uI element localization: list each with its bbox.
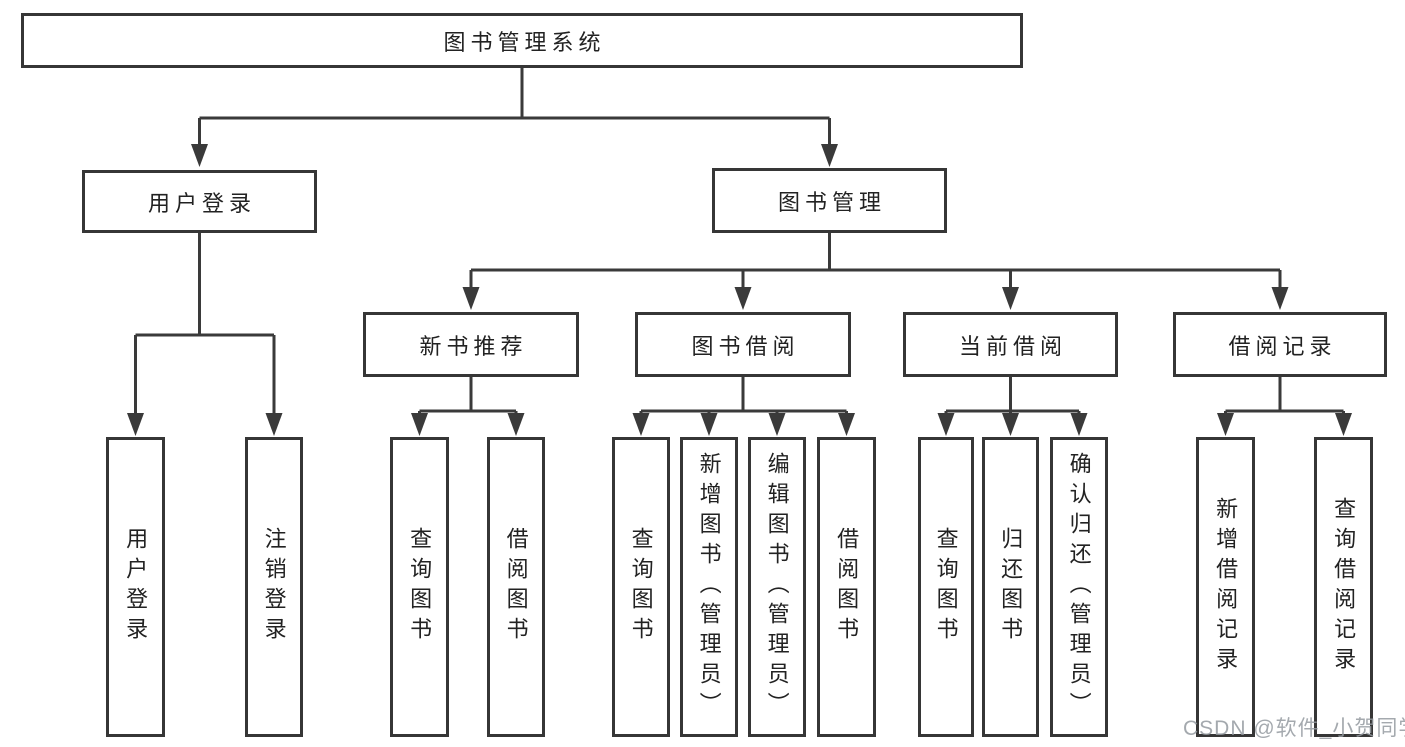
leaf-return-book-label: 归还图书 — [998, 527, 1024, 647]
node-root-system: 图书管理系统 — [21, 13, 1023, 68]
node-new-book-recommend-label: 新书推荐 — [419, 333, 528, 359]
node-user-login-label: 用户登录 — [147, 190, 256, 216]
leaf-edit-book-admin: 编辑图书（管理员） — [748, 437, 806, 737]
leaf-borrow-books-recommend: 借阅图书 — [487, 437, 545, 737]
leaf-confirm-return-admin-label: 确认归还（管理员） — [1066, 452, 1092, 722]
leaf-borrow-books-label: 借阅图书 — [834, 527, 860, 647]
leaf-query-books-borrow: 查询图书 — [612, 437, 670, 737]
leaf-query-books-borrow-label: 查询图书 — [628, 527, 654, 647]
node-user-login: 用户登录 — [82, 170, 317, 233]
leaf-borrow-books: 借阅图书 — [817, 437, 876, 737]
leaf-borrow-books-recommend-label: 借阅图书 — [503, 527, 529, 647]
leaf-edit-book-admin-label: 编辑图书（管理员） — [764, 452, 790, 722]
node-book-borrowing-label: 图书借阅 — [691, 333, 800, 359]
node-borrowing-records: 借阅记录 — [1173, 312, 1387, 377]
leaf-query-borrow-record: 查询借阅记录 — [1314, 437, 1373, 737]
leaf-add-borrow-record: 新增借阅记录 — [1196, 437, 1255, 737]
node-new-book-recommend: 新书推荐 — [363, 312, 579, 377]
leaf-query-books-recommend-label: 查询图书 — [407, 527, 433, 647]
node-book-management: 图书管理 — [712, 168, 947, 233]
leaf-query-books-current-label: 查询图书 — [933, 527, 959, 647]
leaf-user-login: 用户登录 — [106, 437, 165, 737]
leaf-query-books-recommend: 查询图书 — [390, 437, 449, 737]
csdn-watermark: CSDN @软件_小贺同学 — [1183, 717, 1405, 740]
node-current-borrowing-label: 当前借阅 — [958, 333, 1067, 359]
leaf-query-books-current: 查询图书 — [918, 437, 974, 737]
node-current-borrowing: 当前借阅 — [903, 312, 1118, 377]
node-borrowing-records-label: 借阅记录 — [1228, 333, 1337, 359]
leaf-add-borrow-record-label: 新增借阅记录 — [1213, 497, 1239, 677]
leaf-add-book-admin: 新增图书（管理员） — [680, 437, 738, 737]
node-book-management-label: 图书管理 — [777, 189, 886, 215]
leaf-query-borrow-record-label: 查询借阅记录 — [1331, 497, 1357, 677]
leaf-logout: 注销登录 — [245, 437, 303, 737]
node-root-label: 图书管理系统 — [443, 29, 606, 55]
leaf-add-book-admin-label: 新增图书（管理员） — [696, 452, 722, 722]
node-book-borrowing: 图书借阅 — [635, 312, 851, 377]
leaf-logout-label: 注销登录 — [261, 527, 287, 647]
leaf-return-book: 归还图书 — [982, 437, 1039, 737]
leaf-user-login-label: 用户登录 — [123, 527, 149, 647]
leaf-confirm-return-admin: 确认归还（管理员） — [1050, 437, 1108, 737]
arrowheads — [127, 144, 1352, 436]
